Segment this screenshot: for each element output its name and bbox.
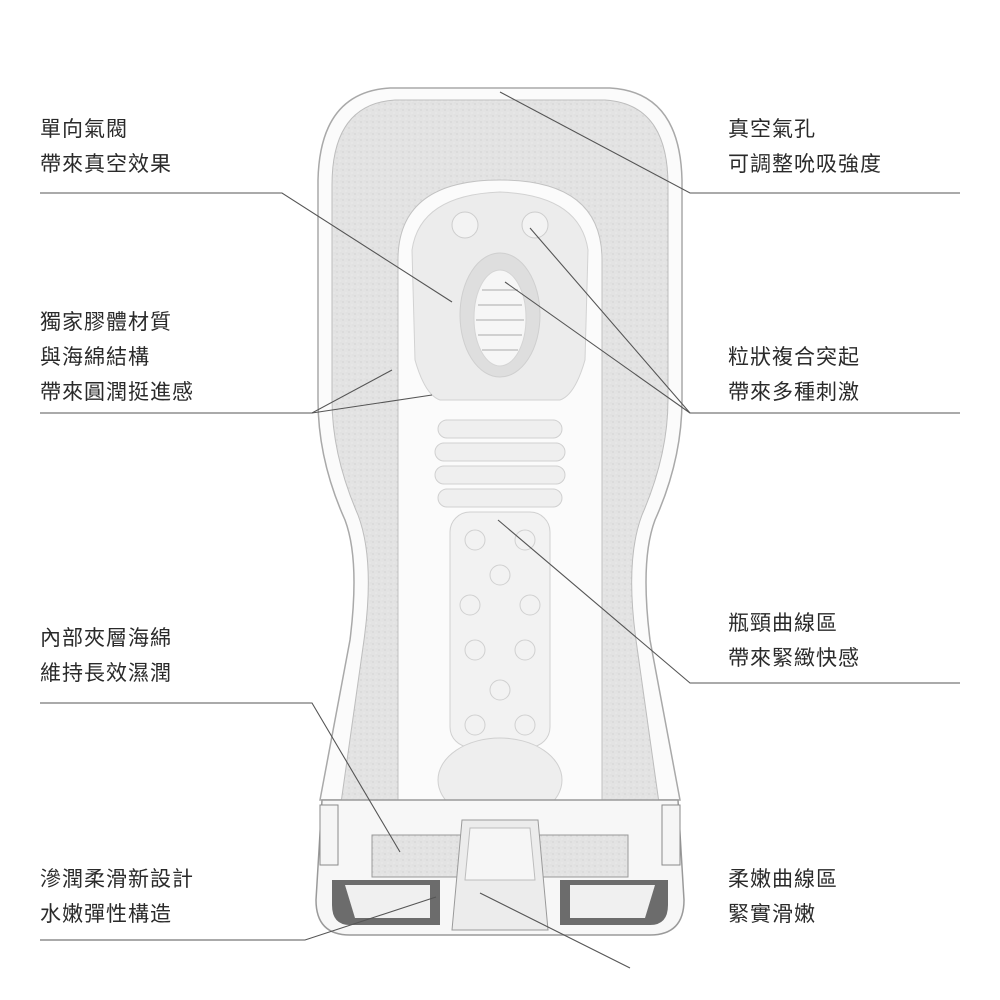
- callout-soft-curve: 柔嫩曲線區 緊實滑嫩: [728, 862, 838, 932]
- callout-title: 粒狀複合突起: [728, 345, 860, 369]
- callout-title: 滲潤柔滑新設計: [40, 867, 194, 891]
- callout-title: 柔嫩曲線區: [728, 867, 838, 891]
- callout-desc: 水嫩彈性構造: [40, 902, 172, 926]
- callout-check-valve: 單向氣閥 帶來真空效果: [40, 112, 172, 182]
- nub-section: [449, 511, 551, 748]
- callout-title: 內部夾層海綿: [40, 626, 172, 650]
- leader-neck-curve: [497, 519, 960, 684]
- callout-desc: 帶來緊緻快感: [728, 646, 860, 670]
- callout-gel-material: 獨家膠體材質 與海綿結構 帶來圓潤挺進感: [40, 305, 194, 410]
- leader-air-hole: [499, 91, 960, 194]
- leader-check-valve: [40, 192, 453, 303]
- leader-lines: [40, 91, 960, 969]
- callout-desc: 帶來真空效果: [40, 152, 172, 176]
- callout-desc: 可調整吮吸強度: [728, 152, 882, 176]
- callout-desc: 緊實滑嫩: [728, 902, 816, 926]
- leader-lubrication: [40, 896, 437, 941]
- granular-bumps: [451, 211, 549, 239]
- callout-title: 獨家膠體材質: [40, 310, 172, 334]
- callout-lubrication: 滲潤柔滑新設計 水嫩彈性構造: [40, 862, 194, 932]
- callout-title: 單向氣閥: [40, 117, 128, 141]
- callout-inner-sponge: 內部夾層海綿 維持長效濕潤: [40, 621, 172, 691]
- callout-neck-curve: 瓶頸曲線區 帶來緊緻快感: [728, 606, 860, 676]
- callout-desc: 與海綿結構: [40, 345, 150, 369]
- leader-soft-curve: [479, 892, 631, 969]
- leader-inner-sponge: [40, 702, 401, 853]
- callout-desc: 維持長效濕潤: [40, 661, 172, 685]
- callout-air-hole: 真空氣孔 可調整吮吸強度: [728, 112, 882, 182]
- callout-granular-bumps: 粒狀複合突起 帶來多種刺激: [728, 340, 860, 410]
- callout-desc: 帶來圓潤挺進感: [40, 380, 194, 404]
- neck-ribs: [434, 419, 566, 508]
- callout-desc: 帶來多種刺激: [728, 380, 860, 404]
- callout-title: 瓶頸曲線區: [728, 611, 838, 635]
- callout-title: 真空氣孔: [728, 117, 816, 141]
